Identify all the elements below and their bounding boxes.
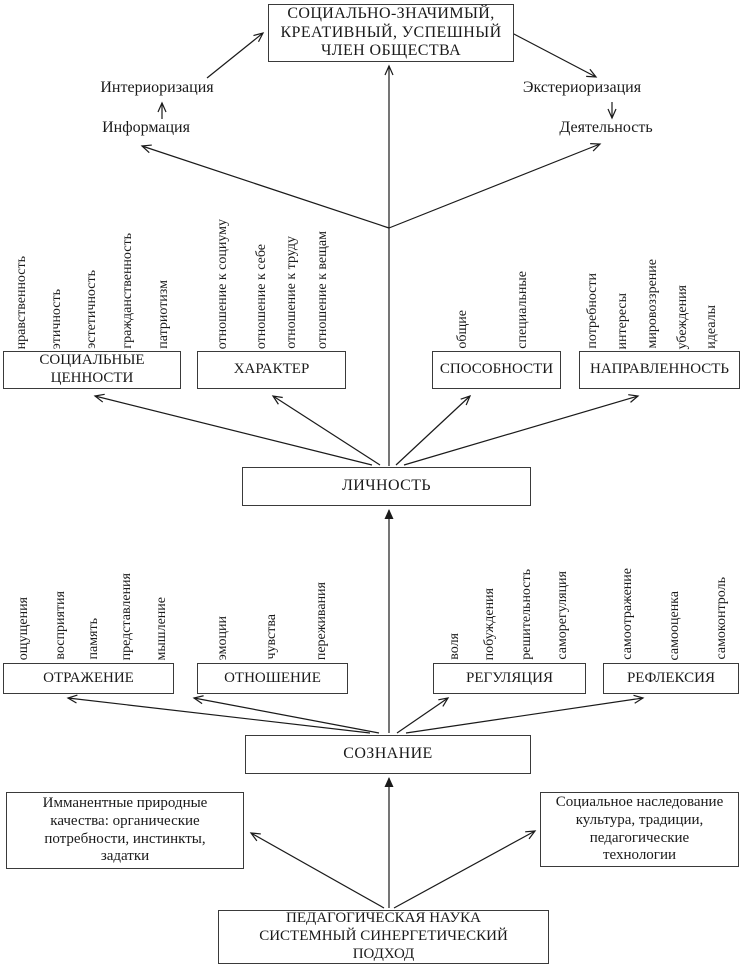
pedagogical-science-line: ПОДХОД — [352, 945, 415, 962]
arrow-personality-to-abilities — [395, 394, 472, 466]
consciousness-title: СОЗНАНИЕ — [343, 745, 433, 763]
social-values-box: СОЦИАЛЬНЫЕ ЦЕННОСТИ — [3, 351, 181, 389]
orientation-title: НАПРАВЛЕННОСТЬ — [590, 361, 729, 378]
social-heritage-box: Социальное наследование культура, традиц… — [540, 792, 739, 867]
natural-qualities-line: потребности, инстинкты, — [44, 830, 206, 847]
arrow-axis-to-information — [140, 144, 390, 229]
trait-vlabel: ощущения — [16, 596, 31, 660]
social-heritage-line: технологии — [602, 847, 677, 864]
member-box-line: ЧЛЕН ОБЩЕСТВА — [320, 42, 462, 60]
trait-vlabel: воля — [447, 633, 462, 660]
trait-vlabel: мировоззрение — [645, 259, 660, 349]
trait-vlabel: убеждения — [675, 284, 690, 349]
member-of-society-box: СОЦИАЛЬНО-ЗНАЧИМЫЙ, КРЕАТИВНЫЙ, УСПЕШНЫЙ… — [268, 4, 514, 62]
regulation-box: РЕГУЛЯЦИЯ — [433, 663, 586, 694]
pedagogical-science-line: СИСТЕМНЫЙ СИНЕРГЕТИЧЕСКИЙ — [259, 928, 508, 945]
trait-vlabel: самооценка — [667, 590, 682, 660]
social-heritage-line: культура, традиции, — [575, 811, 704, 828]
trait-vlabel: эмоции — [215, 615, 230, 660]
arrow-consciousness-to-attitude — [192, 695, 380, 734]
reflexion-title: РЕФЛЕКСИЯ — [626, 669, 716, 686]
trait-vlabel: решительность — [519, 569, 534, 660]
social-values-title: СОЦИАЛЬНЫЕ ЦЕННОСТИ — [39, 352, 145, 386]
reflection-title: ОТРАЖЕНИЕ — [43, 669, 134, 686]
trait-vlabel: восприятия — [53, 591, 68, 660]
pedagogical-science-box: ПЕДАГОГИЧЕСКАЯ НАУКА СИСТЕМНЫЙ СИНЕРГЕТИ… — [218, 910, 549, 964]
trait-vlabel: эстетичность — [84, 270, 99, 349]
natural-qualities-line: задатки — [100, 848, 150, 865]
social-heritage-line: Социальное наследование — [555, 794, 724, 811]
natural-qualities-box: Имманентные природные качества: органиче… — [6, 792, 244, 869]
activity-label: Деятельность — [559, 119, 653, 136]
trait-vlabel: переживания — [314, 581, 329, 660]
arrow-interiorization-to-member — [206, 32, 265, 79]
exteriorization-label: Экстериоризация — [522, 79, 642, 96]
personality-title: ЛИЧНОСТЬ — [342, 477, 431, 495]
trait-vlabel: интересы — [615, 292, 630, 350]
reflection-box: ОТРАЖЕНИЕ — [3, 663, 174, 694]
trait-vlabel: отношение к вещам — [315, 230, 330, 349]
trait-vlabel: самоконтроль — [714, 577, 729, 660]
arrow-personality-to-orientation — [403, 394, 640, 466]
trait-vlabel: гражданственность — [120, 233, 135, 349]
natural-qualities-line: качества: органические — [50, 812, 200, 829]
natural-qualities-line: Имманентные природные — [42, 795, 208, 812]
regulation-title: РЕГУЛЯЦИЯ — [466, 669, 553, 686]
arrow-personality-to-character — [271, 395, 381, 466]
trait-vlabel: самоотражение — [620, 568, 635, 660]
character-title: ХАРАКТЕР — [233, 361, 310, 378]
arrow-axis-to-activity — [388, 143, 602, 229]
trait-vlabel: нравственность — [14, 255, 29, 349]
attitude-box: ОТНОШЕНИЕ — [197, 663, 348, 694]
arrow-member-to-exteriorization — [511, 32, 598, 78]
trait-vlabel: патриотизм — [156, 280, 171, 349]
arrow-consciousness-to-regulation — [396, 697, 450, 734]
trait-vlabel: этичность — [49, 288, 64, 349]
arrow-consciousness-to-reflexion — [405, 694, 645, 734]
trait-vlabel: отношение к себе — [254, 243, 269, 349]
reflexion-box: РЕФЛЕКСИЯ — [603, 663, 739, 694]
arrow-personality-to-social-values — [93, 393, 373, 466]
pedagogical-science-line: ПЕДАГОГИЧЕСКАЯ НАУКА — [285, 910, 481, 927]
personality-box: ЛИЧНОСТЬ — [242, 467, 531, 506]
trait-vlabel: специальные — [515, 271, 530, 349]
orientation-box: НАПРАВЛЕННОСТЬ — [579, 351, 740, 389]
character-box: ХАРАКТЕР — [197, 351, 346, 389]
social-heritage-line: педагогические — [589, 829, 690, 846]
member-box-line: КРЕАТИВНЫЙ, УСПЕШНЫЙ — [280, 23, 502, 41]
trait-vlabel: чувства — [264, 614, 279, 660]
consciousness-box: СОЗНАНИЕ — [245, 735, 531, 774]
trait-vlabel: память — [86, 618, 101, 660]
trait-vlabel: отношение к труду — [284, 236, 299, 349]
arrow-science-to-natural — [249, 832, 385, 909]
trait-vlabel: отношение к социуму — [215, 218, 230, 349]
trait-vlabel: побуждения — [482, 587, 497, 660]
abilities-box: СПОСОБНОСТИ — [432, 351, 561, 389]
member-box-line: СОЦИАЛЬНО-ЗНАЧИМЫЙ, — [287, 4, 495, 22]
arrow-consciousness-to-reflection — [66, 694, 371, 734]
arrow-science-to-social — [393, 830, 537, 909]
trait-vlabel: идеалы — [704, 305, 719, 349]
trait-vlabel: представления — [119, 572, 134, 660]
trait-vlabel: общие — [455, 310, 470, 349]
trait-vlabel: мышление — [154, 596, 169, 660]
trait-vlabel: потребности — [585, 273, 600, 349]
attitude-title: ОТНОШЕНИЕ — [224, 669, 321, 686]
information-label: Информация — [102, 119, 190, 136]
abilities-title: СПОСОБНОСТИ — [439, 361, 554, 378]
trait-vlabel: саморегуляция — [555, 571, 570, 660]
interiorization-label: Интериоризация — [100, 79, 214, 96]
